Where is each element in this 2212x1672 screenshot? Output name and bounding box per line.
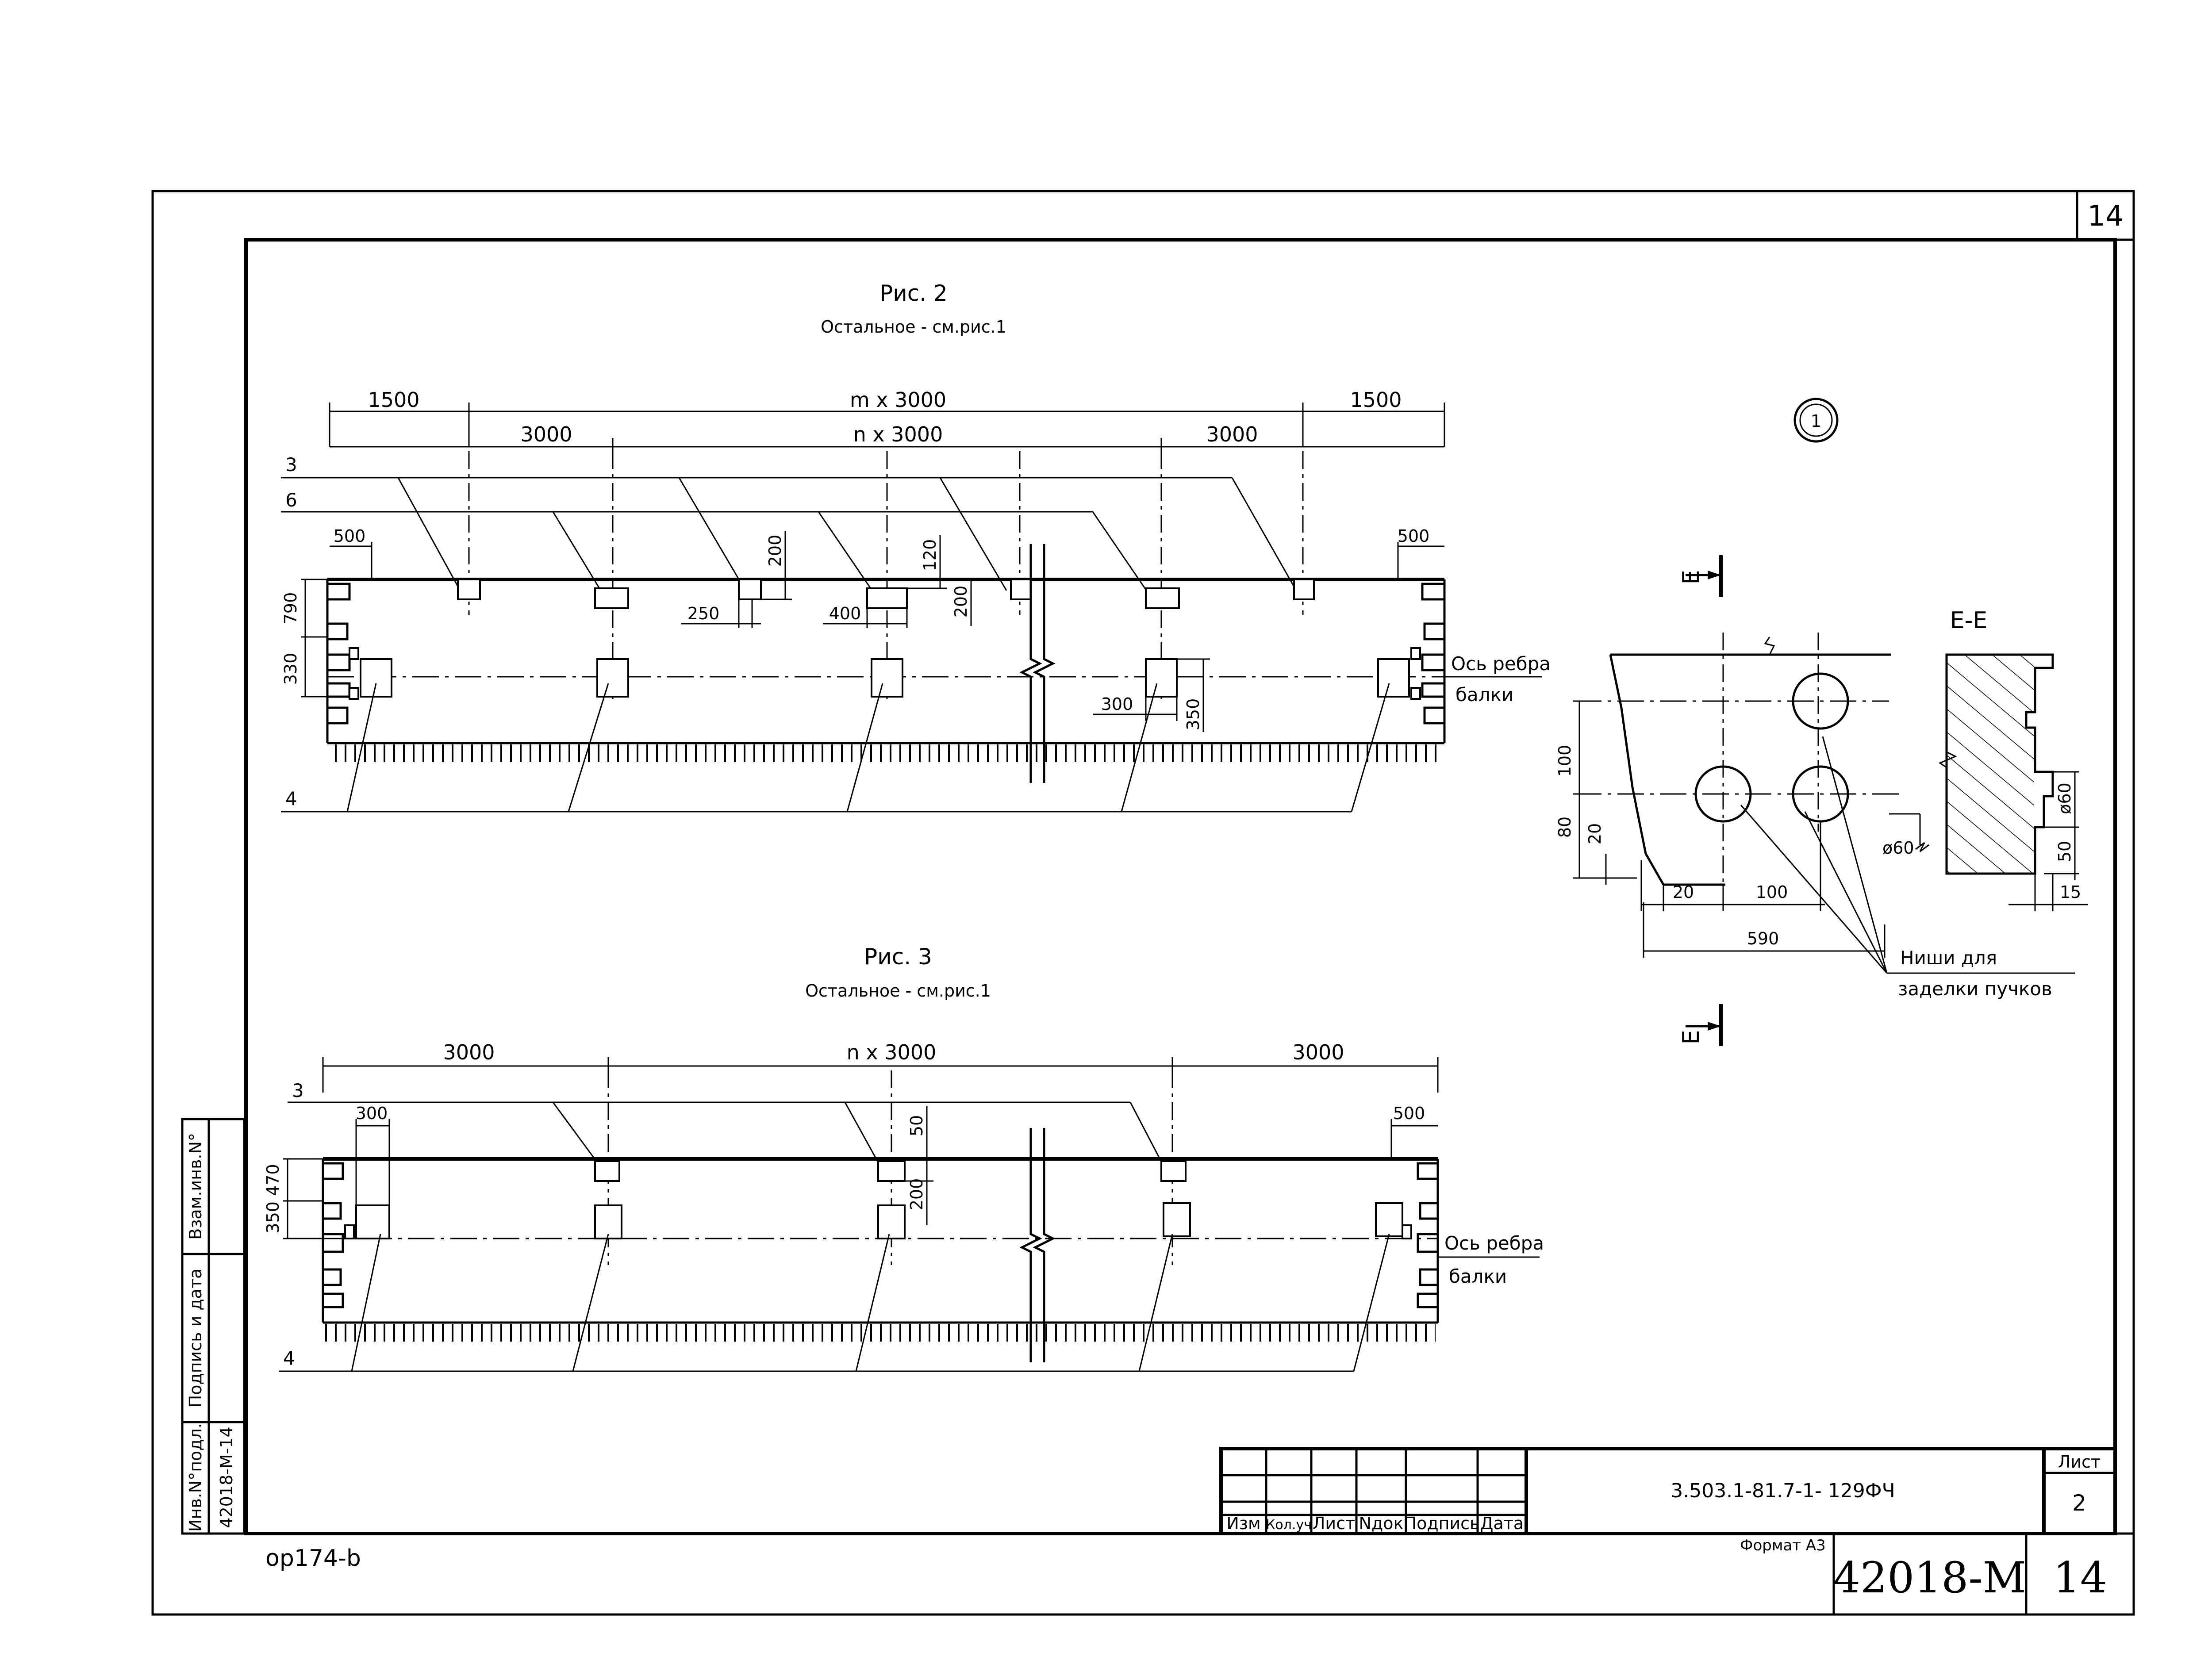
tb-sheet-label: Лист	[2058, 1452, 2101, 1472]
figure-3: Рис. 3 Остальное - см.рис.1 3000 n x 300…	[263, 944, 1544, 1372]
fig3-subtitle: Остальное - см.рис.1	[805, 981, 991, 1001]
fig2-dim-300: 300	[1101, 694, 1133, 714]
fig2-dim-400: 400	[829, 604, 861, 623]
fig2-dim-330: 330	[281, 653, 300, 685]
fig2-subtitle: Остальное - см.рис.1	[821, 317, 1006, 337]
fig2-axis-label-1: Ось ребра	[1451, 653, 1551, 675]
fig2-dim-n3000: n x 3000	[853, 422, 943, 446]
tb-format: Формат А3	[1740, 1537, 1826, 1554]
title-block: Изм Кол.уч Лист Nдок Подпись Дата 3.503.…	[1219, 1447, 2117, 1554]
fig2-dim-1500-left: 1500	[368, 388, 419, 412]
fig2-callout-6: 6	[285, 489, 297, 511]
archive-sheet: 14	[2053, 1553, 2107, 1603]
detail-dim-100h: 100	[1756, 882, 1788, 902]
fig2-dim-500-left: 500	[334, 526, 366, 546]
section-dim-dia60: ø60	[2055, 782, 2074, 814]
fig3-dim-50: 50	[907, 1115, 926, 1136]
fig2-dim-3000-right: 3000	[1206, 422, 1258, 446]
tb-sheet-value: 2	[2072, 1490, 2086, 1516]
fig2-callout-4: 4	[285, 788, 297, 809]
tb-header-podpis: Подпись	[1404, 1514, 1480, 1533]
detail-dim-20h: 20	[1673, 882, 1694, 902]
tb-header-koluch: Кол.уч	[1266, 1517, 1312, 1533]
tb-header-ndok: Nдок	[1359, 1514, 1404, 1533]
detail-dim-20v: 20	[1585, 823, 1605, 844]
detail-note-2: заделки пучков	[1898, 978, 2052, 1000]
section-mark-bottom: E	[1678, 1030, 1705, 1045]
section-dim-15: 15	[2060, 882, 2081, 902]
stamp-vzam: Взам.инв.N°	[186, 1133, 205, 1240]
detail-dim-100v: 100	[1555, 745, 1575, 777]
fig2-dim-m3000: m x 3000	[850, 388, 946, 412]
detail-note-1: Ниши для	[1900, 947, 1997, 969]
tb-header-izm: Изм	[1226, 1514, 1260, 1533]
side-stamp: Взам.инв.N° Подпись и дата Инв.N°подл. 4…	[181, 1118, 246, 1535]
fig2-callout-3: 3	[285, 454, 297, 476]
stamp-inv-value: 42018-М-14	[217, 1427, 236, 1528]
outer-frame	[151, 190, 2135, 1616]
stamp-inv: Инв.N°подл.	[186, 1423, 205, 1532]
fig2-dim-1500-right: 1500	[1350, 388, 1402, 412]
fig3-callout-3: 3	[292, 1080, 304, 1101]
detail-dim-dia60: ø60	[1882, 838, 1914, 858]
fig3-axis-label-1: Ось ребра	[1444, 1232, 1544, 1254]
detail-marker: 1	[1811, 411, 1821, 431]
fig2-dim-200b: 200	[951, 586, 971, 618]
section-mark-top: E	[1678, 570, 1705, 585]
fig3-dim-200: 200	[907, 1178, 926, 1211]
fig2-axis-label-2: балки	[1455, 684, 1513, 706]
fig3-dim-500: 500	[1393, 1104, 1425, 1123]
section-title: E-E	[1950, 607, 1987, 634]
fig2-dim-200a: 200	[765, 535, 785, 567]
fig3-axis-label-2: балки	[1449, 1266, 1507, 1287]
detail-1: 1 E E 100 80 20	[1555, 398, 2088, 1046]
detail-dim-80: 80	[1555, 817, 1575, 838]
fig3-dim-3000-left: 3000	[443, 1040, 495, 1064]
corner-sheet-number: 14	[2087, 200, 2123, 233]
fig2-dim-350: 350	[1183, 698, 1203, 731]
fig2-title: Рис. 2	[879, 280, 948, 306]
detail-dim-590: 590	[1747, 929, 1779, 948]
fig2-dim-3000-left: 3000	[520, 422, 572, 446]
tb-header-data: Дата	[1480, 1514, 1524, 1533]
section-dim-50: 50	[2055, 841, 2074, 862]
fig3-dim-n3000: n x 3000	[847, 1040, 937, 1064]
fig3-dim-350-470: 350 470	[263, 1164, 283, 1233]
fig3-callout-4: 4	[283, 1347, 295, 1369]
footer-code: op174-b	[265, 1545, 361, 1572]
fig2-dim-790: 790	[281, 592, 300, 625]
fig3-dim-3000-right: 3000	[1292, 1040, 1344, 1064]
fig3-dim-300: 300	[356, 1104, 388, 1123]
archive-number: 42018-М	[1833, 1553, 2026, 1603]
stamp-podpis: Подпись и дата	[186, 1269, 205, 1408]
tb-doc-code: 3.503.1-81.7-1- 129ФЧ	[1671, 1480, 1895, 1502]
tb-header-list: Лист	[1313, 1514, 1355, 1533]
fig3-title: Рис. 3	[864, 944, 932, 970]
archive-block: 42018-М 14	[1832, 1532, 2135, 1616]
fig2-dim-250: 250	[687, 604, 720, 623]
figure-2: Рис. 2 Остальное - см.рис.1 1500 m x 300…	[281, 280, 1551, 813]
fig2-dim-120: 120	[920, 539, 940, 571]
corner-sheet-box	[2076, 190, 2135, 241]
fig2-dim-500-right: 500	[1398, 526, 1430, 546]
